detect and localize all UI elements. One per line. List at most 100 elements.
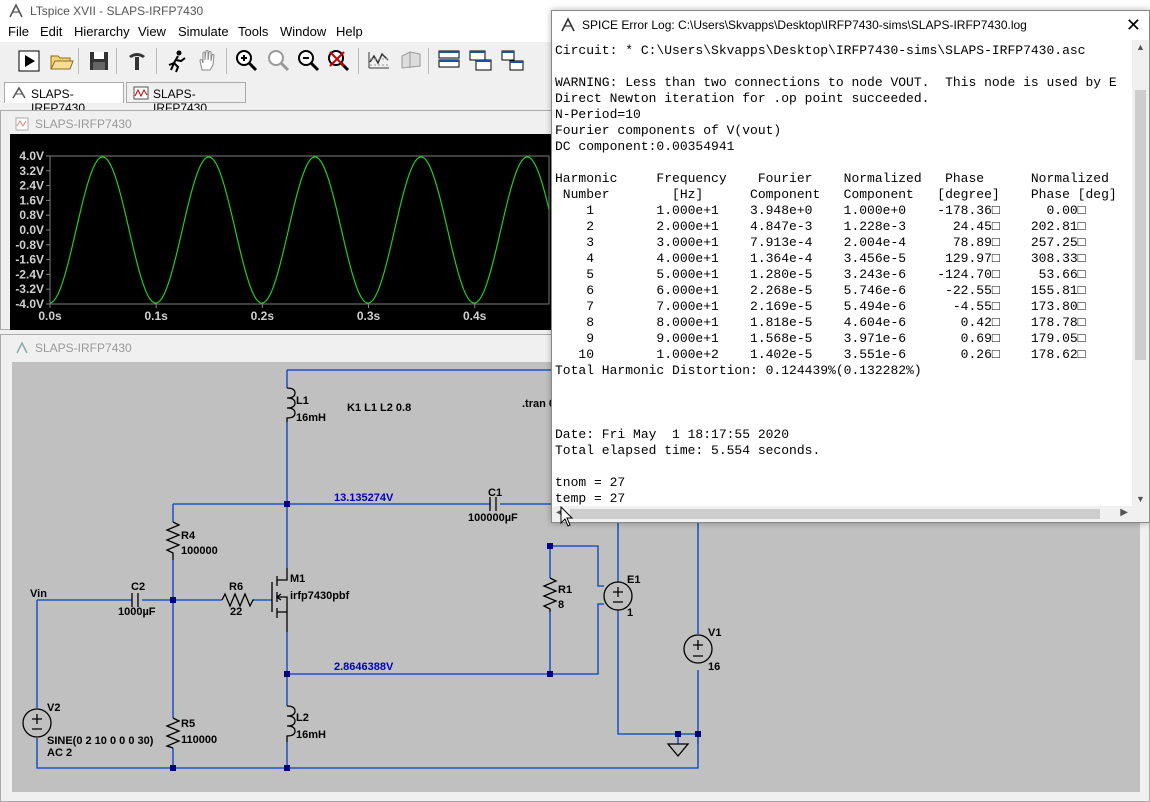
zoom-out-icon[interactable] bbox=[296, 48, 322, 74]
x-tick-label: 0.4s bbox=[463, 309, 487, 323]
waveform-chart: 4.0V3.2V2.4V1.6V0.8V0.0V-0.8V-1.6V-2.4V-… bbox=[15, 149, 550, 323]
error-log-title: SPICE Error Log: C:\Users\Skvapps\Deskto… bbox=[582, 18, 1027, 32]
autorange-icon[interactable] bbox=[326, 48, 352, 74]
vertical-scroll-thumb[interactable] bbox=[1135, 90, 1146, 360]
wires bbox=[36, 369, 699, 769]
save-icon[interactable] bbox=[86, 48, 112, 74]
log-line: tnom = 27 bbox=[555, 475, 626, 490]
log-line: 8 8.000e+1 1.818e-5 4.604e-6 0.42□ 178.7… bbox=[555, 315, 1086, 330]
control-panel-icon[interactable] bbox=[124, 48, 150, 74]
l1-name: L1 bbox=[296, 395, 309, 407]
e1-value: 1 bbox=[627, 607, 633, 619]
node-voltage-bottom: 2.8646388V bbox=[334, 661, 394, 673]
log-line: 4 4.000e+1 1.364e-4 3.456e-5 129.97□ 308… bbox=[555, 251, 1086, 266]
horizontal-scroll-thumb[interactable] bbox=[570, 509, 1100, 519]
tile-windows-icon[interactable] bbox=[500, 48, 526, 74]
cascade-icon[interactable] bbox=[468, 48, 494, 74]
r4-value: 100000 bbox=[181, 545, 218, 557]
tran-directive: .tran 0 bbox=[522, 398, 555, 410]
resistor-r1 bbox=[542, 577, 558, 612]
c2-name: C2 bbox=[131, 581, 145, 593]
log-line: 5 5.000e+1 1.280e-5 3.243e-6 -124.70□ 53… bbox=[555, 267, 1086, 282]
x-tick-label: 0.3s bbox=[357, 309, 381, 323]
run-man-icon[interactable] bbox=[164, 48, 190, 74]
vin-label: Vin bbox=[30, 588, 47, 600]
log-line: Total Harmonic Distortion: 0.124439%(0.1… bbox=[555, 363, 922, 378]
close-icon[interactable]: ✕ bbox=[1125, 15, 1141, 35]
c1-name: C1 bbox=[488, 487, 502, 499]
mouse-pointer-icon bbox=[560, 506, 574, 527]
run-icon[interactable] bbox=[16, 48, 42, 74]
log-line: 2 2.000e+1 4.847e-3 1.228e-3 24.45□ 202.… bbox=[555, 219, 1086, 234]
zoom-in-icon[interactable] bbox=[234, 48, 260, 74]
y-tick-label: -3.2V bbox=[15, 282, 44, 296]
menu-edit[interactable]: Edit bbox=[40, 24, 63, 39]
r4-name: R4 bbox=[181, 530, 196, 542]
log-line: WARNING: Less than two connections to no… bbox=[555, 75, 1117, 90]
coupling-directive: K1 L1 L2 0.8 bbox=[347, 402, 411, 414]
x-tick-label: 0.0s bbox=[38, 309, 62, 323]
voltage-source-v2 bbox=[22, 708, 52, 738]
r5-name: R5 bbox=[181, 718, 195, 730]
log-line: Harmonic Frequency Fourier Normalized Ph… bbox=[555, 171, 1109, 186]
pan-hand-icon[interactable] bbox=[194, 48, 220, 74]
log-line: Total elapsed time: 5.554 seconds. bbox=[555, 443, 821, 458]
y-tick-label: -2.4V bbox=[15, 267, 44, 281]
resistor-r5 bbox=[165, 717, 181, 749]
v1-value: 16 bbox=[708, 661, 720, 673]
node-voltage-labels: 13.135274V 2.8646388V bbox=[334, 492, 394, 673]
schematic-icon bbox=[16, 341, 28, 354]
error-log-text[interactable]: Circuit: * C:\Users\Skvapps\Desktop\IRFP… bbox=[555, 43, 1130, 505]
trace-icon[interactable] bbox=[366, 48, 392, 74]
ltspice-logo-icon bbox=[561, 17, 575, 32]
error-log-title-bar: SPICE Error Log: C:\Users\Skvapps\Deskto… bbox=[552, 11, 1149, 40]
y-tick-label: 3.2V bbox=[19, 164, 44, 178]
mosfet-m1 bbox=[271, 568, 288, 632]
tab-schematic[interactable]: SLAPS-IRFP7430 bbox=[4, 82, 124, 115]
l2-value: 16mH bbox=[296, 729, 326, 741]
log-line: Circuit: * C:\Users\Skvapps\Desktop\IRFP… bbox=[555, 43, 1086, 58]
y-tick-label: 2.4V bbox=[19, 179, 44, 193]
menu-help[interactable]: Help bbox=[336, 24, 363, 39]
capacitor-c1 bbox=[489, 497, 497, 511]
log-line: Number [Hz] Component Component [degree]… bbox=[555, 187, 1117, 202]
r6-name: R6 bbox=[229, 581, 243, 593]
c1-value: 100000µF bbox=[468, 512, 518, 524]
menu-view[interactable]: View bbox=[138, 24, 166, 39]
y-tick-label: -4.0V bbox=[15, 297, 44, 311]
log-line: 1 1.000e+1 3.948e+0 1.000e+0 -178.36□ 0.… bbox=[555, 203, 1086, 218]
voltage-source-v1 bbox=[683, 634, 713, 664]
r1-value: 8 bbox=[558, 599, 564, 611]
r6-value: 22 bbox=[230, 606, 242, 618]
inductor-l2 bbox=[286, 705, 296, 742]
log-line: 3 3.000e+1 7.913e-4 2.004e-4 78.89□ 257.… bbox=[555, 235, 1086, 250]
menu-tools[interactable]: Tools bbox=[238, 24, 269, 39]
y-tick-label: 1.6V bbox=[19, 193, 44, 207]
v2-ac: AC 2 bbox=[47, 747, 72, 759]
schematic-canvas[interactable]: L1 16mH K1 L1 L2 0.8 .tran 0 C1 100000µF… bbox=[12, 362, 1140, 792]
waveform-window-title-bar: SLAPS-IRFP7430 bbox=[1, 111, 559, 137]
menu-simulate[interactable]: Simulate bbox=[178, 24, 229, 39]
horizontal-scrollbar[interactable]: ◀ ▶ bbox=[552, 506, 1132, 522]
menu-window[interactable]: Window bbox=[280, 24, 327, 39]
open-icon[interactable] bbox=[48, 48, 74, 74]
junction-dots bbox=[170, 501, 701, 771]
log-line: 6 6.000e+1 2.268e-5 5.746e-6 -22.55□ 155… bbox=[555, 283, 1086, 298]
waveform-icon[interactable] bbox=[398, 48, 424, 74]
l1-value: 16mH bbox=[296, 412, 326, 424]
menu-file[interactable]: File bbox=[8, 24, 29, 39]
schematic-drawing: L1 16mH K1 L1 L2 0.8 .tran 0 C1 100000µF… bbox=[22, 369, 721, 771]
tile-horizontal-icon[interactable] bbox=[436, 48, 462, 74]
tab-waveform[interactable]: SLAPS-IRFP7430 bbox=[126, 82, 246, 115]
log-line: 10 1.000e+2 1.402e-5 3.551e-6 0.26□ 178.… bbox=[555, 347, 1086, 362]
spice-error-log-window: SPICE Error Log: C:\Users\Skvapps\Deskto… bbox=[551, 10, 1150, 523]
schematic-icon bbox=[12, 86, 26, 99]
menu-hierarchy[interactable]: Hierarchy bbox=[74, 24, 130, 39]
log-line: DC component:0.00354941 bbox=[555, 139, 735, 154]
vertical-scrollbar[interactable]: ▲ ▼ bbox=[1132, 40, 1149, 506]
zoom-fit-icon[interactable] bbox=[266, 48, 292, 74]
window-title: LTspice XVII - SLAPS-IRFP7430 bbox=[30, 4, 204, 18]
y-tick-label: 4.0V bbox=[19, 149, 44, 163]
v2-name: V2 bbox=[47, 702, 60, 714]
